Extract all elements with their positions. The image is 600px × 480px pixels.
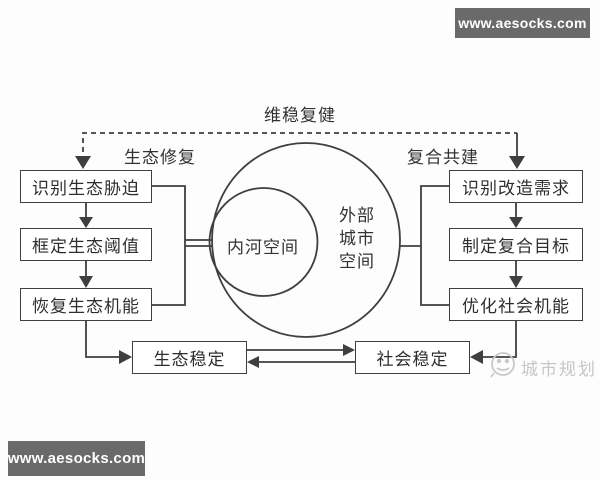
- right-step-2-box: 制定复合目标: [449, 228, 583, 261]
- left-step2-3-arrowhead: [79, 276, 93, 288]
- right-step-3-box: 优化社会机能: [449, 288, 583, 321]
- outer-circle-label: 外部 城市 空间: [326, 204, 388, 273]
- left-step1-2-arrowhead: [79, 217, 93, 228]
- right-outcome-elbow: [483, 321, 517, 358]
- site-url-bottom: www.aesocks.com: [7, 450, 146, 467]
- left-branch-label: 生态修复: [124, 148, 196, 167]
- left-step-3-box: 恢复生态机能: [20, 288, 152, 321]
- eco-stability-box: 生态稳定: [132, 341, 247, 374]
- watermark-text: 城市规划: [521, 360, 597, 379]
- right-branch-label: 复合共建: [407, 148, 479, 167]
- right-step2-3-arrowhead: [509, 276, 523, 288]
- outer-circle-label-line2: 城市: [339, 229, 375, 248]
- inner-circle-label: 内河空间: [227, 238, 299, 257]
- right-step1-2-arrowhead: [509, 217, 523, 228]
- left-outcome-arrowhead: [119, 350, 132, 364]
- left-step-2-box: 框定生态阈值: [20, 228, 152, 261]
- left-bracket-connector: [152, 185, 186, 306]
- social-to-eco-arrowhead: [247, 356, 259, 368]
- site-url-top: www.aesocks.com: [458, 15, 587, 31]
- eco-to-social-arrowhead: [343, 344, 355, 356]
- social-stability-box: 社会稳定: [355, 341, 470, 374]
- site-banner-top: www.aesocks.com: [455, 8, 590, 38]
- right-step-1-box: 识别改造需求: [449, 170, 583, 203]
- feedback-right-arrowhead: [509, 156, 525, 169]
- wechat-logo-icon: [490, 352, 515, 378]
- feedback-left-arrowhead: [75, 156, 91, 169]
- feedback-loop-label: 维稳复健: [264, 106, 336, 125]
- left-outcome-elbow: [85, 321, 119, 358]
- right-bracket-connector: [420, 185, 449, 306]
- outer-circle-label-line3: 空间: [339, 252, 375, 271]
- site-banner-bottom: www.aesocks.com: [8, 441, 145, 476]
- left-step-1-box: 识别生态胁迫: [20, 170, 152, 203]
- outer-circle-label-line1: 外部: [339, 206, 375, 225]
- right-outcome-arrowhead: [470, 350, 483, 364]
